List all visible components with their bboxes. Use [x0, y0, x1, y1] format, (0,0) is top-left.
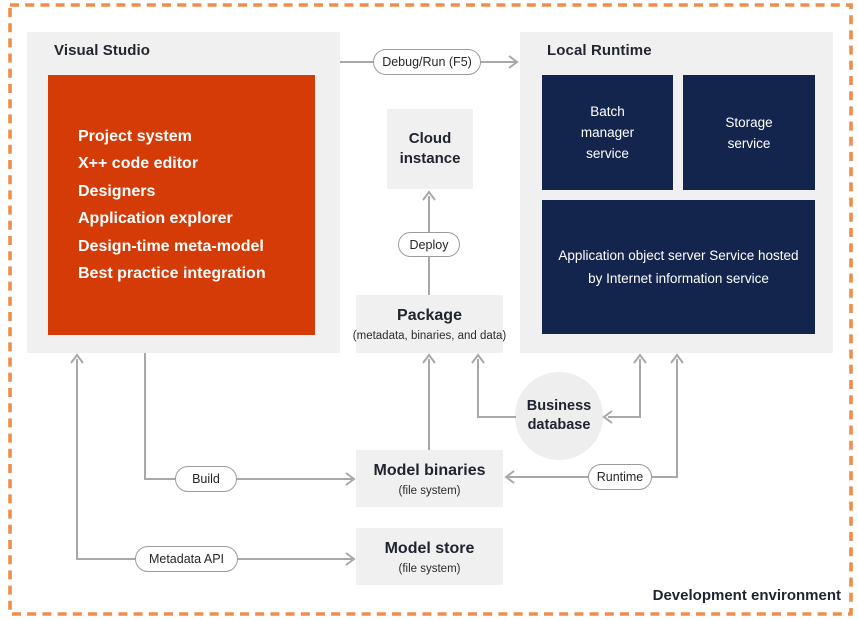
package-title: Package: [397, 307, 462, 324]
model-binaries-subtitle: (file system): [398, 484, 461, 497]
model-store-title: Model store: [384, 539, 475, 557]
build-pill: Build: [175, 466, 237, 492]
feature-item: Design-time meta-model: [78, 237, 264, 255]
model-binaries-title: Model binaries: [373, 461, 486, 479]
arrow-build: [144, 353, 356, 486]
arrow-aos-business-database: [602, 353, 647, 424]
package-subtitle: (metadata, binaries, and data): [352, 330, 507, 342]
arrow-business-database-to-package: [471, 353, 516, 418]
feature-item: Best practice integration: [78, 265, 266, 282]
environment-label: Development environment: [652, 587, 841, 604]
model-binaries-box: Model binaries (file system): [356, 450, 503, 507]
arrow-model-binaries-to-package: [422, 353, 436, 450]
model-store-box: Model store (file system): [356, 528, 503, 585]
cloud-instance-title: Cloud instance: [399, 130, 461, 167]
local-runtime-panel: Local Runtime Batch manager service Stor…: [520, 32, 833, 353]
feature-item: X++ code editor: [78, 155, 199, 172]
batch-manager-service-box: Batch manager service: [542, 75, 673, 190]
feature-item: Application explorer: [78, 210, 233, 227]
visual-studio-title: Visual Studio: [54, 42, 151, 59]
business-database-label: Business database: [526, 398, 592, 433]
feature-item: Project system: [78, 127, 192, 145]
business-database-circle: Business database: [515, 372, 603, 460]
runtime-pill: Runtime: [588, 464, 652, 490]
application-object-server-box: Application object server Service hosted…: [542, 200, 815, 334]
metadata-api-pill: Metadata API: [135, 546, 238, 572]
deploy-pill: Deploy: [398, 232, 460, 257]
debug-run-pill: Debug/Run (F5): [373, 49, 481, 75]
feature-item: Designers: [78, 182, 156, 200]
arrow-metadata-api: [70, 353, 356, 566]
package-box: Package (metadata, binaries, and data): [352, 295, 507, 353]
model-store-subtitle: (file system): [398, 562, 461, 575]
local-runtime-title: Local Runtime: [547, 42, 652, 59]
storage-service-box: Storage service: [683, 75, 815, 190]
cloud-instance-box: Cloud instance: [387, 109, 473, 189]
